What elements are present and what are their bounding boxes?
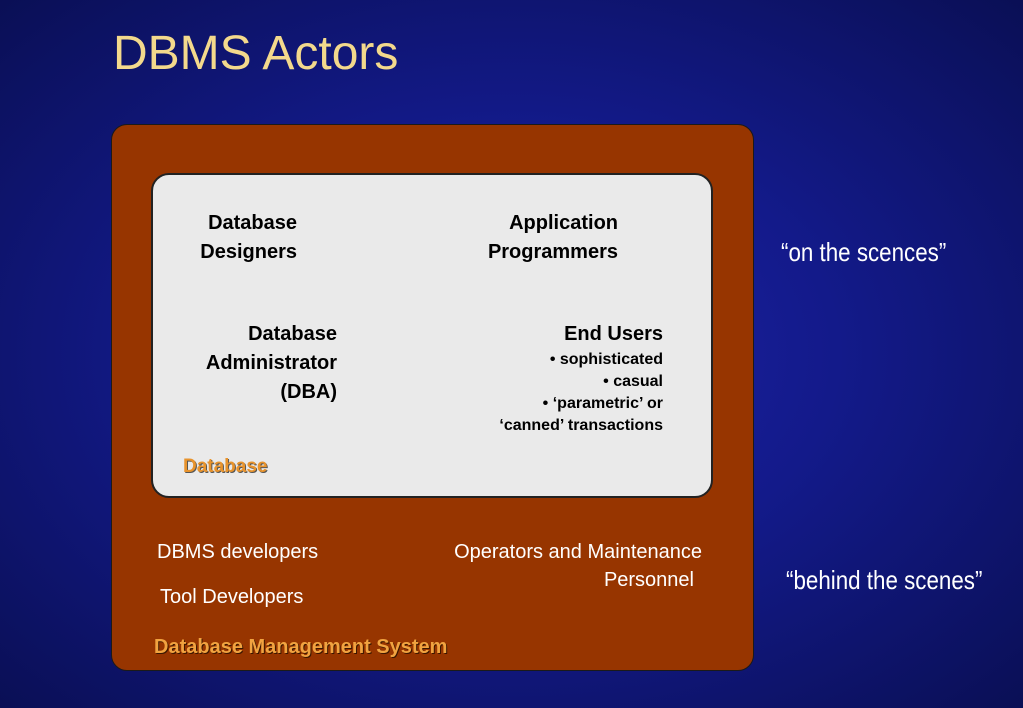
- end-users-item: ‘canned’ transactions: [499, 417, 663, 434]
- end-users-heading: End Users: [564, 323, 663, 345]
- on-the-scenes-annotation: “on the scences”: [781, 237, 947, 267]
- end-users: End Users • sophisticated • casual • ‘pa…: [440, 320, 663, 437]
- dbms-developers: DBMS developers: [157, 541, 319, 563]
- slide-title: DBMS Actors: [113, 27, 399, 80]
- dba-line3: (DBA): [280, 381, 337, 403]
- dba-line1: Database: [248, 323, 337, 345]
- end-users-item: • ‘parametric’ or: [542, 395, 663, 412]
- operators-line2: Personnel: [603, 569, 694, 591]
- end-users-item: • casual: [603, 373, 663, 390]
- database-designers: Database Designers: [183, 209, 297, 267]
- tool-developers: Tool Developers: [160, 586, 304, 608]
- application-programmers-line1: Application: [509, 212, 618, 234]
- end-users-item: • sophisticated: [549, 351, 663, 368]
- operators-line1: Operators and Maintenance: [454, 541, 702, 563]
- database-designers-line2: Designers: [200, 241, 297, 263]
- dbms-label: Database Management System: [154, 636, 448, 658]
- database-box: [151, 173, 713, 498]
- behind-the-scenes-annotation: “behind the scenes”: [786, 565, 983, 595]
- database-designers-line1: Database: [208, 212, 297, 234]
- application-programmers: Application Programmers: [458, 209, 618, 267]
- database-label: Database: [183, 456, 268, 477]
- dba-line2: Administrator: [205, 352, 337, 374]
- operators-maintenance: Operators and Maintenance Personnel: [400, 538, 702, 594]
- database-administrator: Database Administrator (DBA): [170, 320, 337, 407]
- application-programmers-line2: Programmers: [487, 241, 618, 263]
